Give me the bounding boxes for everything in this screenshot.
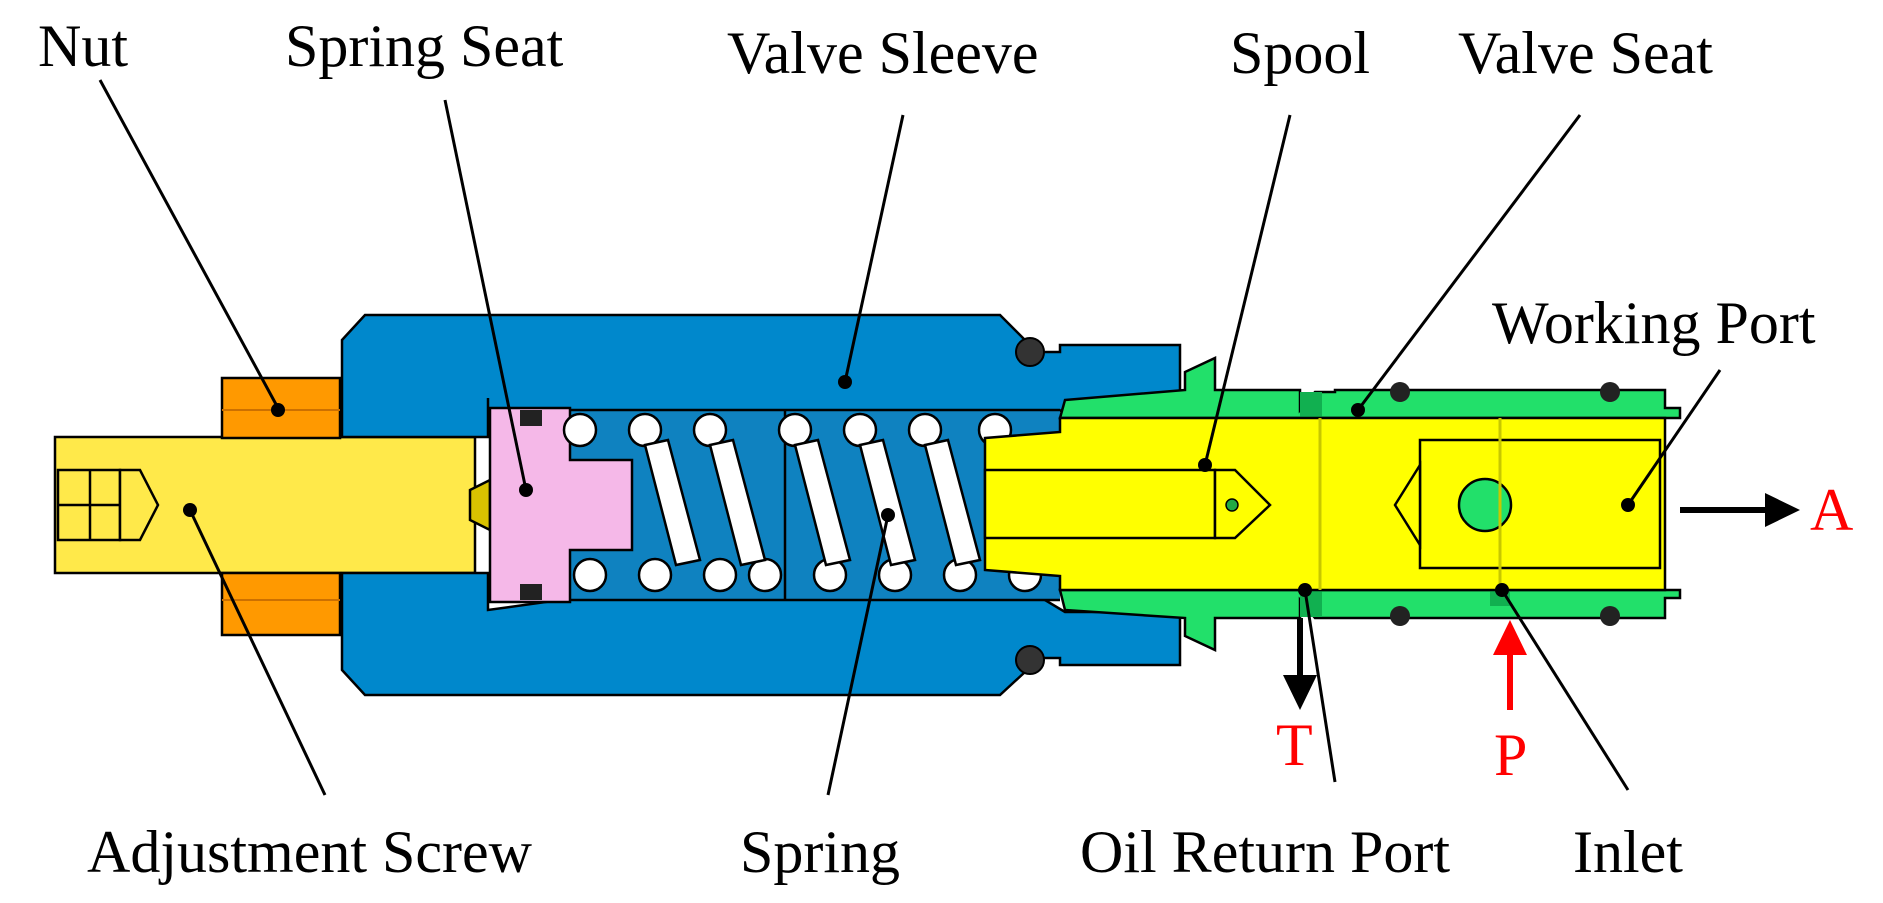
label-nut: Nut	[38, 13, 128, 79]
label-oil-return-port: Oil Return Port	[1080, 819, 1450, 885]
label-spring: Spring	[740, 819, 900, 885]
label-adjustment-screw: Adjustment Screw	[87, 819, 533, 885]
label-valve-seat: Valve Seat	[1458, 20, 1713, 86]
spring	[562, 412, 1043, 593]
spring-seat	[488, 406, 634, 604]
port-label-a: A	[1810, 477, 1853, 543]
adjustment-screw	[53, 435, 492, 575]
port-label-t: T	[1276, 712, 1313, 778]
spool	[983, 416, 1667, 592]
label-valve-sleeve: Valve Sleeve	[727, 20, 1039, 86]
label-working-port: Working Port	[1492, 290, 1816, 356]
label-spool: Spool	[1230, 20, 1370, 86]
flow-arrows	[1283, 493, 1800, 710]
leader-lines	[98, 79, 1722, 796]
label-spring-seat: Spring Seat	[285, 13, 564, 79]
port-label-p: P	[1494, 722, 1527, 788]
label-inlet: Inlet	[1573, 819, 1683, 885]
